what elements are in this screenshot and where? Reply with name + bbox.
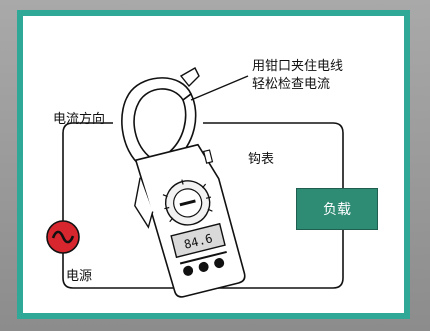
clamp-meter-label: 钩表 (248, 152, 275, 167)
meter-display-reading: 84.6 (183, 231, 214, 252)
instruction-line-1: 用钳口夹住电线 (252, 59, 344, 74)
load-box: 负载 (296, 188, 378, 230)
callout-line (190, 75, 249, 101)
clamp-meter-body: 84.6 (134, 143, 246, 298)
power-source-label: 电源 (66, 269, 93, 284)
instruction-line-2: 轻松检查电流 (252, 77, 331, 92)
diagram-graphics: 84.6 (46, 67, 344, 298)
ac-sine-wave-icon (46, 220, 80, 254)
current-direction-label: 电流方向 (53, 112, 106, 127)
diagram-panel: 84.6 用钳口夹住电线 轻松检查电流 电流方向 钩表 负载 电源 (17, 10, 410, 319)
